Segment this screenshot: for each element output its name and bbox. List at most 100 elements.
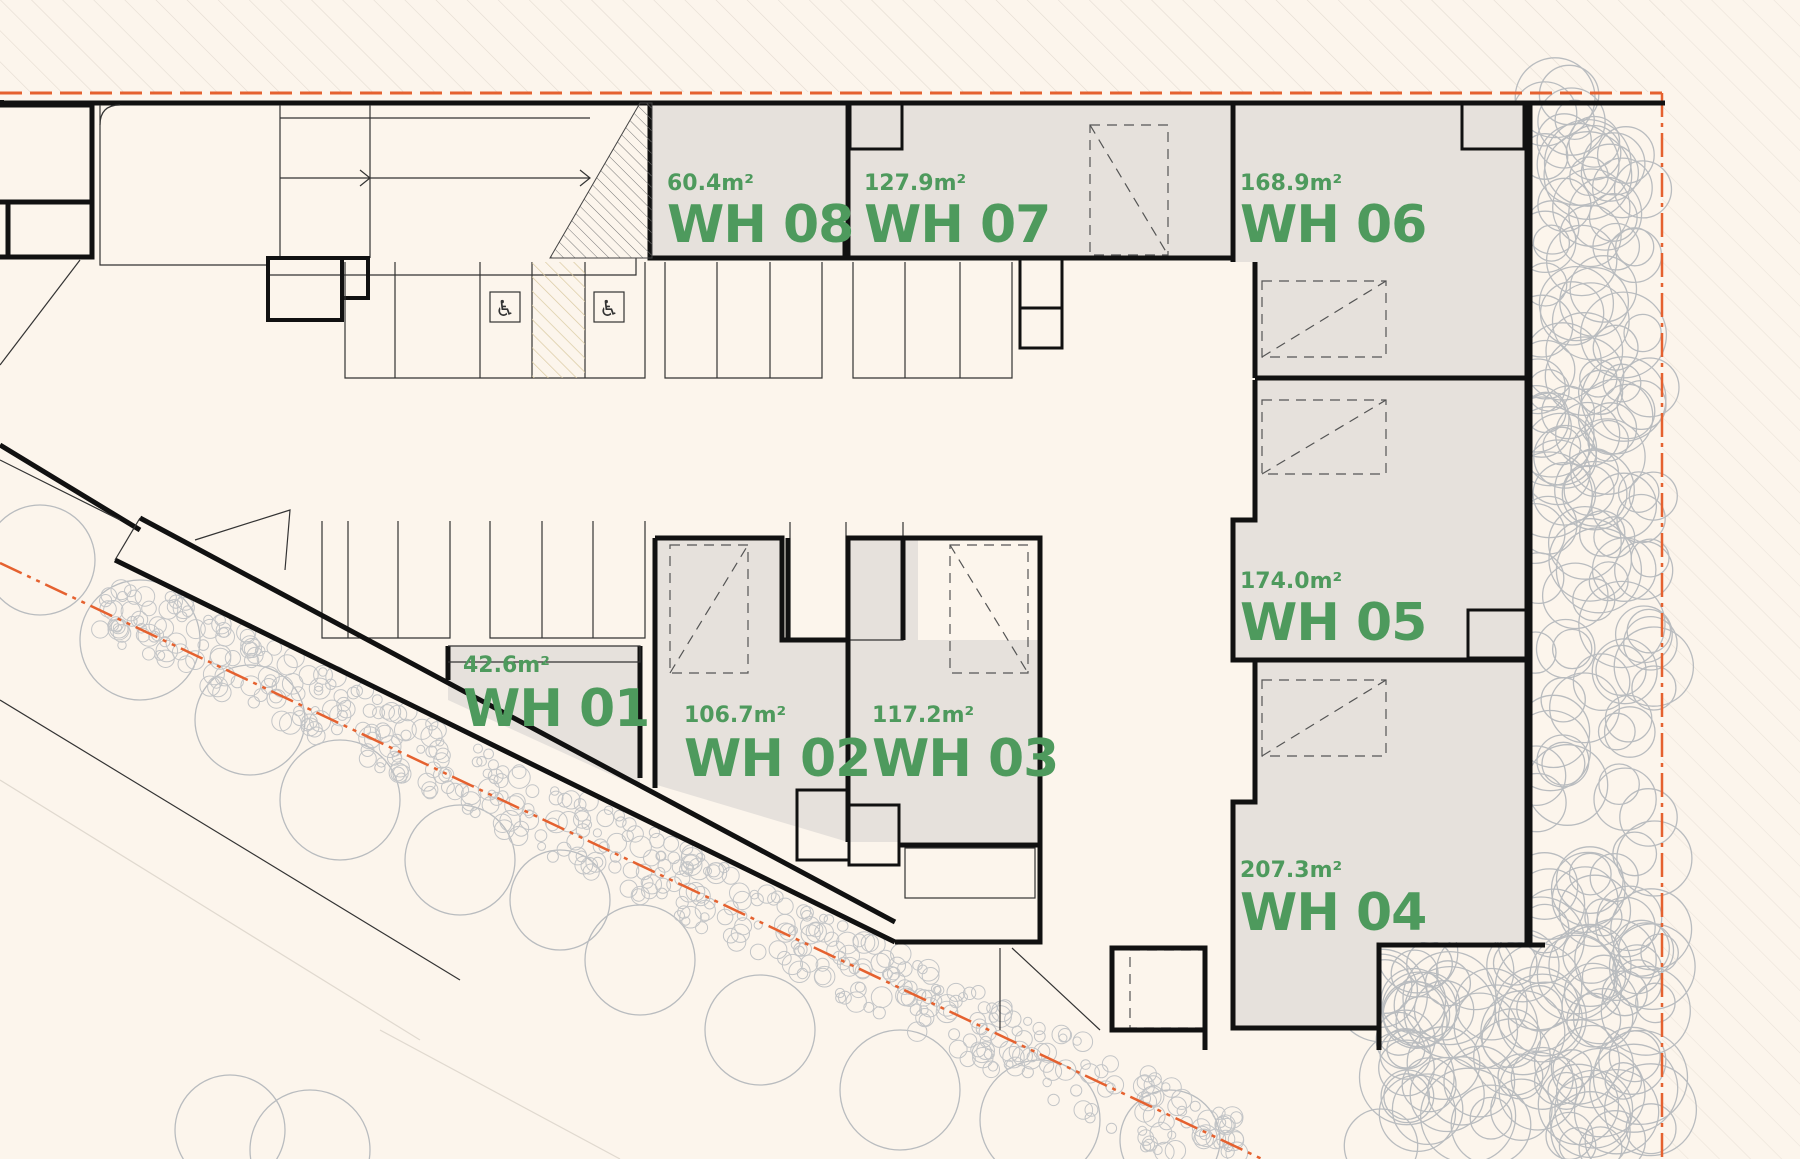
tree-canopy-icon bbox=[1598, 763, 1640, 806]
gravel-stone bbox=[613, 809, 626, 822]
gravel-stone bbox=[721, 866, 740, 885]
gravel-stone bbox=[1161, 1077, 1182, 1098]
gravel-stone bbox=[749, 943, 767, 961]
stair-icon bbox=[904, 847, 1036, 899]
gravel-stone bbox=[703, 897, 716, 910]
tree-canopy-icon bbox=[249, 1089, 371, 1159]
gravel-stone bbox=[337, 700, 356, 719]
tree-canopy-icon bbox=[1619, 788, 1678, 847]
gravel-stone bbox=[1021, 1066, 1034, 1079]
unit-area-wh07: 127.9m² bbox=[864, 171, 966, 196]
tree-canopy-icon bbox=[1562, 925, 1621, 984]
gravel-stone bbox=[622, 861, 640, 879]
unit-area-wh06: 168.9m² bbox=[1240, 171, 1342, 196]
tree-canopy-icon bbox=[1578, 580, 1666, 669]
gravel-stone bbox=[615, 816, 627, 828]
gravel-stone bbox=[826, 940, 847, 961]
site-line-b bbox=[0, 779, 421, 1041]
tree-canopy-icon bbox=[1545, 312, 1624, 390]
gravel-stone bbox=[1140, 1141, 1152, 1153]
gravel-stone bbox=[550, 786, 560, 796]
gravel-stone bbox=[1194, 1124, 1218, 1147]
gravel-stone bbox=[519, 810, 540, 830]
gravel-stone bbox=[796, 967, 809, 980]
gravel-stone bbox=[110, 579, 132, 601]
tree-canopy-icon bbox=[1419, 1067, 1517, 1159]
tree-canopy-icon bbox=[1537, 1063, 1620, 1146]
gravel-stone bbox=[137, 623, 161, 647]
tree-canopy-icon bbox=[1541, 741, 1586, 786]
tree-canopy-icon bbox=[1378, 1074, 1457, 1153]
gravel-stone bbox=[959, 1050, 976, 1068]
gravel-stone bbox=[734, 917, 753, 936]
gravel-stone bbox=[300, 717, 320, 737]
gravel-stone bbox=[378, 735, 402, 758]
tree-canopy-icon bbox=[1554, 99, 1595, 141]
gravel-stone bbox=[801, 910, 813, 922]
gravel-stone bbox=[703, 866, 712, 876]
gravel-stone bbox=[767, 892, 781, 906]
gravel-stone bbox=[209, 647, 232, 670]
tree-canopy-icon bbox=[1565, 124, 1622, 181]
gravel-stone bbox=[919, 997, 940, 1018]
gravel-stone bbox=[1003, 1059, 1014, 1070]
unit-area-wh02: 106.7m² bbox=[684, 703, 786, 728]
tree-canopy-icon bbox=[839, 1029, 961, 1151]
tree-canopy-icon bbox=[1578, 1126, 1623, 1159]
gravel-stone bbox=[400, 729, 412, 741]
gravel-stone bbox=[667, 851, 681, 865]
gravel-stone bbox=[441, 780, 455, 794]
gravel-stone bbox=[1023, 1016, 1033, 1026]
tree-canopy-icon bbox=[1597, 712, 1636, 751]
gravel-stone bbox=[732, 890, 752, 911]
gravel-stone bbox=[655, 850, 667, 862]
gravel-stone bbox=[534, 829, 548, 842]
gravel-stone bbox=[1072, 1031, 1094, 1052]
gravel-stone bbox=[247, 696, 261, 709]
tree-canopy-icon bbox=[1612, 944, 1663, 995]
gravel-stone bbox=[663, 835, 680, 852]
tree-canopy-icon bbox=[1573, 1068, 1660, 1155]
gravel-stone bbox=[291, 710, 308, 727]
north-toilets bbox=[266, 101, 1530, 660]
gravel-stone bbox=[1167, 1096, 1187, 1117]
gravel-stone bbox=[629, 835, 652, 858]
gravel-stone bbox=[903, 980, 918, 995]
tree-canopy-icon bbox=[1390, 949, 1439, 998]
gravel-stone bbox=[888, 956, 906, 975]
gravel-stone bbox=[215, 622, 232, 638]
gravel-stone bbox=[750, 892, 764, 907]
tree-canopy-icon bbox=[1406, 1026, 1481, 1101]
tree-canopy-icon bbox=[979, 1059, 1101, 1159]
gravel-stone bbox=[181, 605, 194, 618]
gravel-stone bbox=[240, 635, 260, 655]
gravel-stone bbox=[854, 963, 871, 980]
gravel-stone bbox=[982, 1060, 1001, 1079]
gravel-stone bbox=[690, 886, 711, 907]
gravel-stone bbox=[948, 1039, 968, 1059]
tree-canopy-icon bbox=[1541, 385, 1596, 440]
gravel-stone bbox=[949, 994, 963, 1009]
gravel-stone bbox=[155, 639, 179, 663]
gravel-stone bbox=[680, 847, 703, 870]
tree-canopy-icon bbox=[1544, 336, 1625, 417]
tree-canopy-icon bbox=[1516, 985, 1563, 1032]
gravel-stone bbox=[1002, 1046, 1025, 1069]
gravel-stone bbox=[309, 710, 332, 733]
gravel-stone bbox=[1033, 1030, 1046, 1043]
gravel-stone bbox=[172, 596, 195, 620]
tree-canopy-icon bbox=[1614, 605, 1673, 664]
gravel-stone bbox=[433, 752, 450, 769]
tree-canopy-icon bbox=[1552, 168, 1631, 247]
gravel-stone bbox=[476, 756, 487, 767]
gravel-stone bbox=[314, 682, 324, 692]
gravel-stone bbox=[707, 864, 721, 878]
gravel-stone bbox=[417, 772, 437, 792]
gravel-stone bbox=[336, 709, 348, 721]
gravel-stone bbox=[673, 910, 686, 922]
gravel-stone bbox=[1047, 1093, 1060, 1107]
gravel-stone bbox=[240, 675, 262, 697]
tree-canopy-icon bbox=[1548, 518, 1633, 602]
gravel-stone bbox=[446, 782, 464, 801]
tree-canopy-icon bbox=[1539, 281, 1605, 346]
